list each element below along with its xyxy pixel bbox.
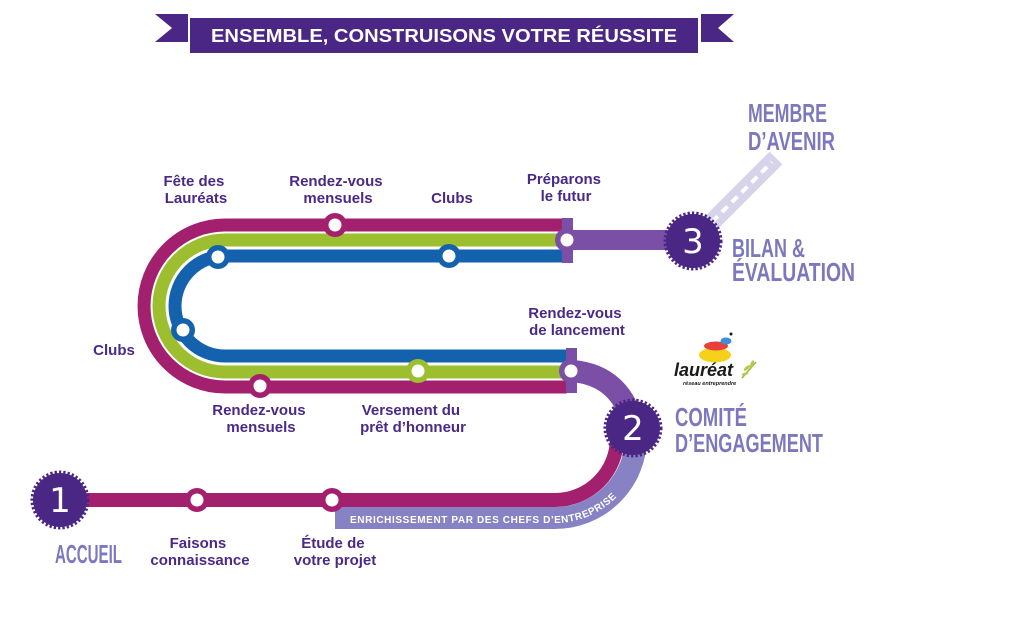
destination-label-line2: D’AVENIR [748,126,835,156]
step-1-number: 1 [49,481,71,521]
banner-title: ENSEMBLE, CONSTRUISONS VOTRE RÉUSSITE [211,25,677,46]
track-magenta-loop [137,218,567,394]
label-clubs-left: Clubs [93,342,135,359]
label-clubs-top: Clubs [431,190,473,207]
banner-right-tail [701,14,734,42]
station-dot [325,493,339,507]
step-2-number: 2 [622,409,644,449]
label-rdv-lancement: Rendez-vous de lancement [528,305,626,339]
step-3-number: 3 [682,222,704,262]
label-preparons-futur: Préparons le futur [527,171,605,205]
banner-body [190,18,698,53]
step-2-label-line2: D’ENGAGEMENT [675,428,823,458]
station-dot [560,233,574,247]
track-green-loop [152,233,567,379]
station-dot [442,249,456,263]
station-faisons-connaissance[interactable] [185,488,209,512]
badge-circle [663,211,723,271]
logo-dot [729,332,733,336]
station-fete-laureats[interactable] [206,245,230,269]
station-etude-projet[interactable] [320,488,344,512]
leaf-icon [741,360,757,379]
title-banner: ENSEMBLE, CONSTRUISONS VOTRE RÉUSSITE [155,14,734,53]
badge-circle [30,470,90,530]
road-to-destination [699,151,783,235]
laureat-logo: lauréat réseau entreprendre [674,332,757,387]
track-blue-loop [168,249,567,363]
road-dashes [710,160,774,224]
station-rdv-mensuels-top[interactable] [323,213,347,237]
logo-blue-shape [720,337,732,345]
station-dot [328,218,342,232]
step-2-badge[interactable]: 2 [603,398,663,458]
label-fete-laureats: Fête des Lauréats [163,173,228,207]
station-versement-pret[interactable] [406,359,430,383]
step-3-badge[interactable]: 3 [663,211,723,271]
step-1-label: ACCUEIL [55,539,122,569]
logo-yellow-shape [699,347,731,363]
station-dot [190,493,204,507]
station-dot [176,323,190,337]
badge-circle [603,398,663,458]
station-preparons-futur[interactable] [555,228,579,252]
label-versement-pret: Versement du prêt d’honneur [360,402,466,436]
step-3-label-line1: BILAN & [732,233,805,263]
logo-red-shape [704,341,728,351]
step-1-badge[interactable]: 1 [30,470,90,530]
label-etude-projet: Étude de votre projet [294,535,377,569]
step-2-label-line1: COMITÉ [675,402,747,432]
logo-name: lauréat [674,360,734,380]
step-3-label-line2: ÉVALUATION [732,257,855,287]
label-faisons-connaissance: Faisons connaissance [150,535,249,569]
station-dot [564,364,578,378]
station-dot [211,250,225,264]
label-rdv-mensuels-top: Rendez-vous mensuels [289,173,387,207]
station-rdv-lancement[interactable] [559,359,583,383]
label-rdv-mensuels-bottom: Rendez-vous mensuels [212,402,310,436]
station-rdv-mensuels-bottom[interactable] [248,374,272,398]
banner-left-tail [155,14,188,42]
station-dot [253,379,267,393]
destination-label-line1: MEMBRE [748,98,827,128]
station-dot [411,364,425,378]
station-clubs-left[interactable] [171,318,195,342]
station-clubs-top[interactable] [437,244,461,268]
logo-tagline: réseau entreprendre [683,381,736,387]
track-magenta-start [60,430,624,507]
